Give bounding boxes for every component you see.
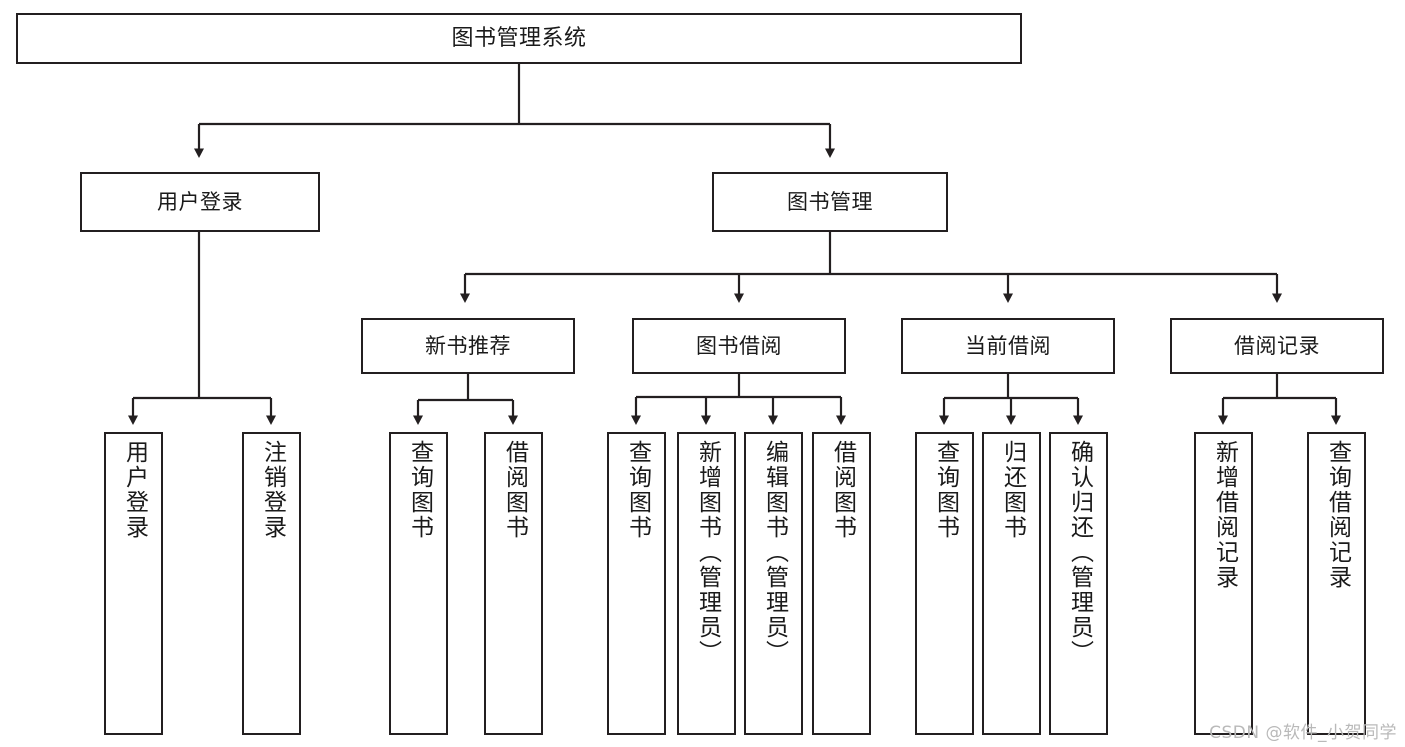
node-current-borrow-label: 当前借阅 [965, 333, 1051, 358]
node-new-book-recommend[interactable]: 新书推荐 [361, 318, 575, 374]
node-new-book-recommend-label: 新书推荐 [425, 333, 511, 358]
node-borrow-record[interactable]: 借阅记录 [1170, 318, 1384, 374]
node-book-borrow-label: 图书借阅 [696, 333, 782, 358]
leaf-logout[interactable]: 注销登录 [242, 432, 301, 735]
leaf-add-book-label: 新增图书（管理员） [694, 440, 721, 665]
node-book-manage-label: 图书管理 [787, 189, 873, 214]
leaf-borrow-book-1-label: 借阅图书 [501, 440, 528, 540]
leaf-user-login[interactable]: 用户登录 [104, 432, 163, 735]
leaf-add-book[interactable]: 新增图书（管理员） [677, 432, 736, 735]
node-root[interactable]: 图书管理系统 [16, 13, 1022, 64]
leaf-query-book-1-label: 查询图书 [406, 440, 433, 540]
leaf-borrow-book-1[interactable]: 借阅图书 [484, 432, 543, 735]
leaf-query-book-3-label: 查询图书 [932, 440, 959, 540]
leaf-query-book-2[interactable]: 查询图书 [607, 432, 666, 735]
leaf-query-record-label: 查询借阅记录 [1324, 440, 1351, 590]
leaf-edit-book[interactable]: 编辑图书（管理员） [744, 432, 803, 735]
leaf-query-book-3[interactable]: 查询图书 [915, 432, 974, 735]
leaf-borrow-book-2[interactable]: 借阅图书 [812, 432, 871, 735]
node-user-login[interactable]: 用户登录 [80, 172, 320, 232]
node-book-borrow[interactable]: 图书借阅 [632, 318, 846, 374]
leaf-return-book[interactable]: 归还图书 [982, 432, 1041, 735]
node-borrow-record-label: 借阅记录 [1234, 333, 1320, 358]
leaf-borrow-book-2-label: 借阅图书 [829, 440, 856, 540]
leaf-return-book-label: 归还图书 [999, 440, 1026, 540]
watermark: CSDN @软件_小贺同学 [1209, 723, 1397, 743]
leaf-add-record[interactable]: 新增借阅记录 [1194, 432, 1253, 735]
leaf-query-record[interactable]: 查询借阅记录 [1307, 432, 1366, 735]
node-root-label: 图书管理系统 [451, 25, 587, 51]
leaf-logout-label: 注销登录 [259, 440, 286, 540]
leaf-add-record-label: 新增借阅记录 [1211, 440, 1238, 590]
leaf-confirm-return-label: 确认归还（管理员） [1066, 440, 1093, 665]
node-current-borrow[interactable]: 当前借阅 [901, 318, 1115, 374]
leaf-query-book-2-label: 查询图书 [624, 440, 651, 540]
leaf-edit-book-label: 编辑图书（管理员） [761, 440, 788, 665]
leaf-user-login-label: 用户登录 [121, 440, 148, 540]
leaf-confirm-return[interactable]: 确认归还（管理员） [1049, 432, 1108, 735]
node-user-login-label: 用户登录 [157, 189, 243, 214]
leaf-query-book-1[interactable]: 查询图书 [389, 432, 448, 735]
node-book-manage[interactable]: 图书管理 [712, 172, 948, 232]
